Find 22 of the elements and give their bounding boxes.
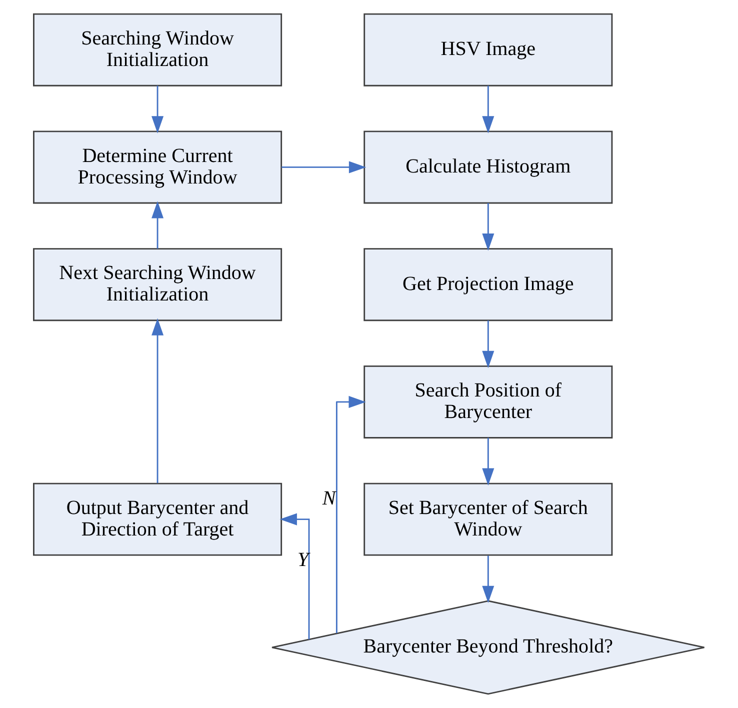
node-box: HSV Image — [364, 13, 613, 86]
node-box: Next Searching Window Initialization — [33, 248, 282, 322]
arrow — [152, 86, 164, 134]
node-box: Calculate Histogram — [364, 130, 613, 204]
node-box: Output Barycenter and Direction of Target — [33, 482, 282, 556]
arrow — [282, 161, 366, 174]
arrow — [482, 438, 494, 486]
arrow — [482, 203, 494, 251]
node-box: Search Position of Barycenter — [364, 365, 613, 438]
arrow — [482, 556, 494, 604]
node-box: Determine Current Processing Window — [33, 130, 282, 204]
node-diamond: Barycenter Beyond Threshold? — [271, 600, 705, 695]
arrow — [482, 86, 494, 134]
arrow — [336, 396, 366, 634]
arrow — [152, 318, 164, 484]
edge-label: N — [322, 487, 336, 510]
arrow — [280, 513, 310, 640]
arrow — [152, 201, 164, 249]
node-box: Get Projection Image — [364, 248, 613, 322]
node-box: Set Barycenter of Search Window — [364, 482, 613, 556]
arrow — [482, 320, 494, 368]
node-box: Searching Window Initialization — [33, 13, 282, 86]
